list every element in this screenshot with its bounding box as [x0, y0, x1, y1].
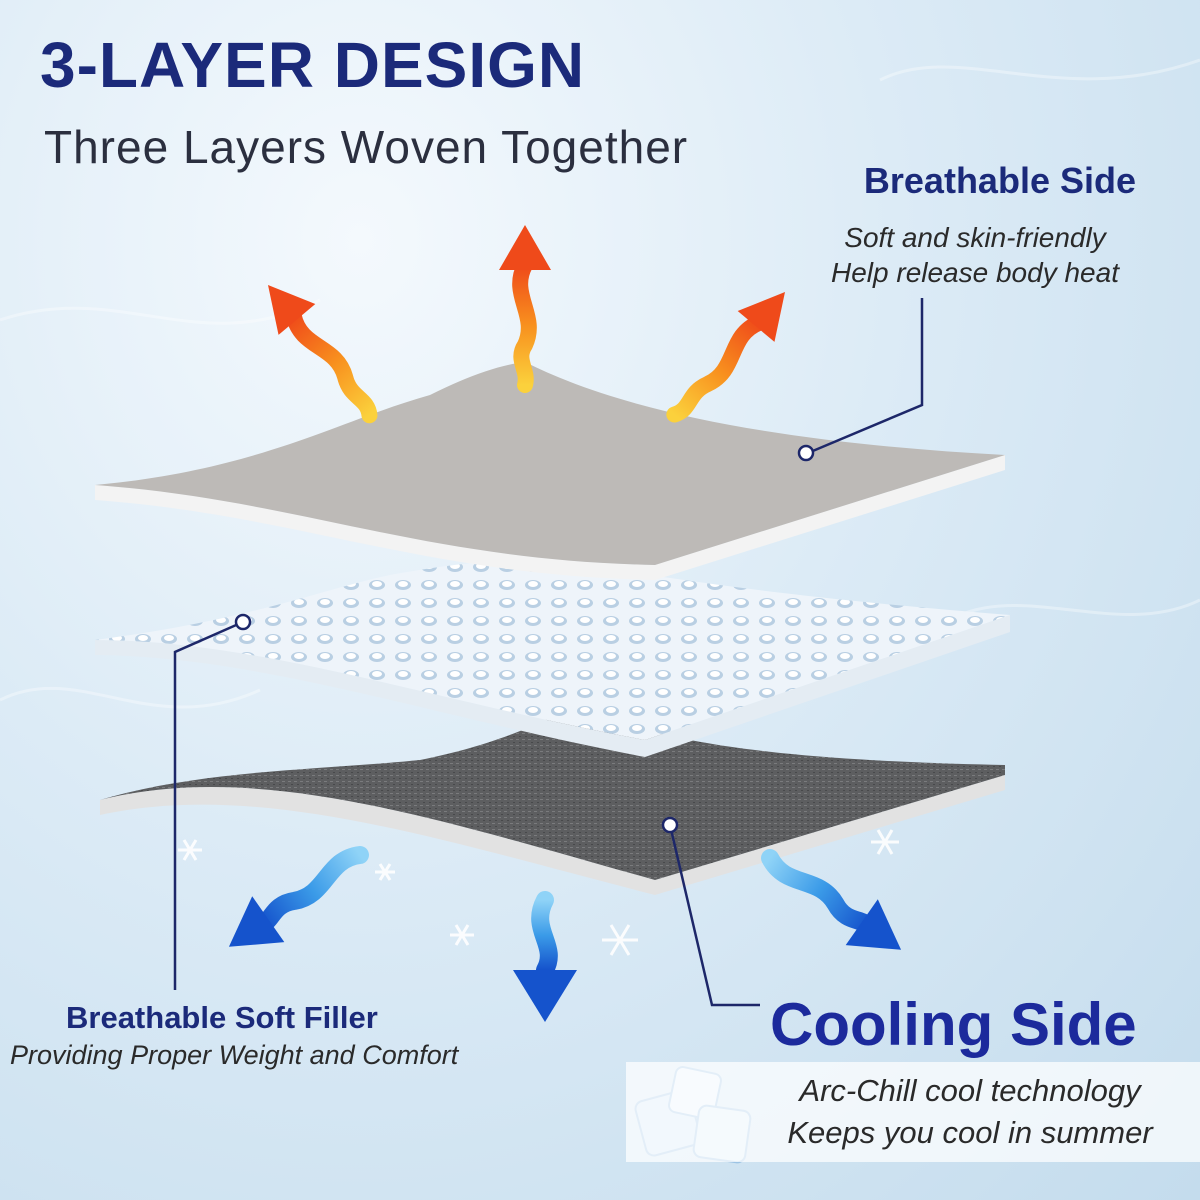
- cooling-side-title: Cooling Side: [770, 991, 1137, 1058]
- breathable-side-line2: Help release body heat: [831, 257, 1119, 288]
- frost-texture: [0, 58, 1200, 709]
- heat-arrow-icon: [666, 292, 785, 423]
- callout-dots: [234, 444, 815, 834]
- cool-arrow-icon: [513, 891, 577, 1022]
- filler-title: Breathable Soft Filler: [66, 1000, 378, 1035]
- filler-description: Providing Proper Weight and Comfort: [10, 1040, 459, 1070]
- page-subtitle: Three Layers Woven Together: [44, 121, 689, 173]
- cooling-side-panel: [626, 1062, 1200, 1162]
- filler-layer: [95, 556, 1010, 757]
- breathable-side-description: Soft and skin-friendly Help release body…: [800, 220, 1150, 290]
- cooling-side-line1: Arc-Chill cool technology: [799, 1073, 1141, 1108]
- snowflake-icon: [178, 829, 899, 956]
- callout-lines: [173, 298, 924, 1007]
- page-title: 3-LAYER DESIGN: [40, 29, 586, 101]
- cooling-layer: [100, 705, 1005, 895]
- breathable-side-title: Breathable Side: [863, 160, 1136, 201]
- heat-arrow-icon: [268, 285, 378, 424]
- cool-arrow-icon: [228, 846, 369, 947]
- cooling-side-line2: Keeps you cool in summer: [787, 1115, 1153, 1150]
- breathable-layer: [95, 362, 1005, 580]
- breathable-side-line1: Soft and skin-friendly: [844, 222, 1106, 253]
- heat-arrow-icon: [499, 225, 551, 393]
- cooling-side-description: Arc-Chill cool technology Keeps you cool…: [740, 1070, 1200, 1154]
- cool-arrow-icon: [761, 849, 902, 950]
